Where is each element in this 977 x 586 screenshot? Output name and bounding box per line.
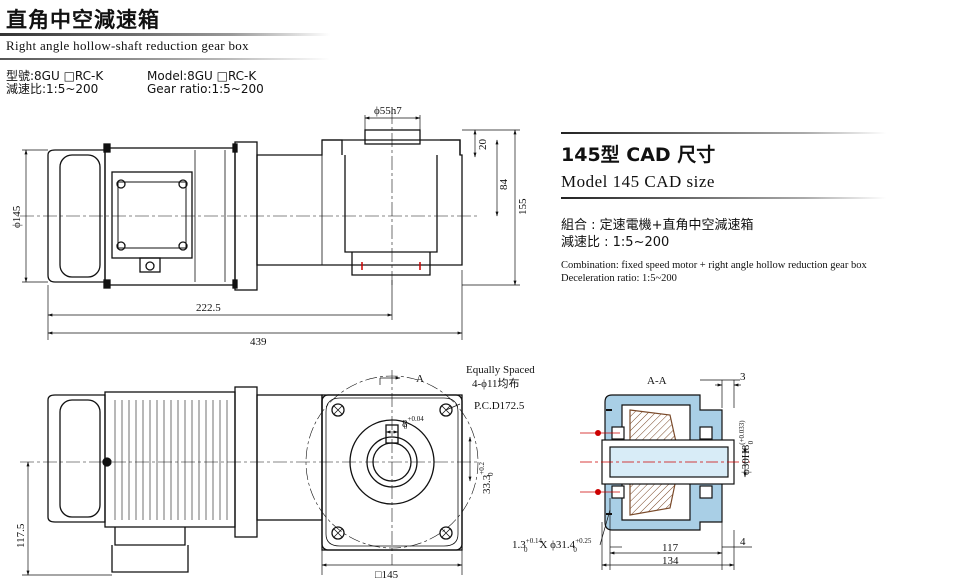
- cooling-fins: [114, 400, 228, 520]
- title-underline: [0, 33, 330, 36]
- dim-33-3-tol: +0.2: [478, 462, 486, 475]
- dim-snap-x-tol: +0.25: [575, 537, 592, 545]
- dim-117-5: 117.5: [15, 523, 27, 548]
- dim-4: 4: [740, 536, 746, 548]
- dim-33-3-group: 33.3+0.20: [478, 462, 495, 494]
- dim-keyway-value: 8: [402, 418, 408, 430]
- dim-134: 134: [662, 555, 679, 567]
- dim-square-145: □145: [375, 569, 399, 581]
- page-title: 直角中空減速箱: [6, 8, 160, 32]
- dim-keyway-tol: +0.04: [408, 415, 425, 423]
- dim-33-3-value: 33.3: [481, 474, 493, 494]
- dim-20: 20: [477, 139, 489, 151]
- subtitle-underline: [0, 58, 330, 60]
- dim-snap-value: 1.3: [512, 539, 526, 551]
- dim-30h8-group: ϕ30H8(+0.033)0: [738, 420, 755, 475]
- front-view: [47, 386, 463, 573]
- dim-30h8: ϕ30H8(+0.033)0: [738, 420, 755, 475]
- dim-33-3: 33.3+0.20: [478, 462, 495, 494]
- front-dims: [22, 376, 472, 576]
- spec-top-rule: [561, 132, 886, 134]
- section-dims: [599, 379, 752, 570]
- model-zh: 型號:8GU □RC-K 減速比:1:5~200: [6, 70, 103, 96]
- spec-ratio-en: Deceleration ratio: 1:5~200: [561, 273, 677, 284]
- dim-bore: ϕ55h7: [374, 105, 402, 117]
- dim-keyway-tol-low: 0: [404, 423, 408, 431]
- dim-snap-x: X ϕ31.4: [539, 539, 575, 551]
- top-dims: [22, 115, 520, 340]
- spec-title: 145型 CAD 尺寸: [561, 144, 716, 166]
- dim-section-a: A: [416, 373, 424, 385]
- dim-snap-x-tol-low: 0: [573, 546, 577, 554]
- dim-222: 222.5: [196, 302, 221, 314]
- dim-section-aa: A-A: [647, 375, 667, 387]
- dim-33-3-tol-low: 0: [487, 472, 495, 476]
- dim-3: 3: [740, 371, 746, 383]
- spec-subtitle: Model 145 CAD size: [561, 172, 715, 191]
- page-subtitle: Right angle hollow-shaft reduction gear …: [6, 38, 249, 53]
- spec-combo-en: Combination: fixed speed motor + right a…: [561, 260, 867, 271]
- model-en: Model:8GU □RC-K Gear ratio:1:5~200: [147, 70, 264, 96]
- spec-ratio-zh: 減速比 : 1:5~200: [561, 235, 670, 250]
- spec-combo-zh: 組合 : 定速電機+直角中空減速箱: [561, 218, 754, 233]
- dim-439: 439: [250, 336, 267, 348]
- model-en-code: Model:8GU □RC-K: [147, 69, 257, 83]
- spec-bottom-rule: [561, 197, 886, 199]
- dim-phi145: ϕ145: [11, 205, 23, 228]
- dim-holes: 4-ϕ11均布: [472, 377, 520, 390]
- dim-30h8-value: ϕ30H8: [740, 444, 752, 475]
- top-view: [47, 129, 463, 291]
- model-zh-code: 型號:8GU □RC-K: [6, 69, 104, 83]
- dim-pcd: P.C.D172.5: [474, 400, 525, 412]
- dim-84: 84: [498, 179, 510, 191]
- section-aa: [601, 394, 735, 531]
- dim-equally-spaced: Equally Spaced: [466, 364, 535, 376]
- dim-155: 155: [517, 198, 529, 215]
- dim-snap-tol: +0.14: [526, 537, 543, 545]
- dim-117: 117: [662, 542, 679, 554]
- model-en-ratio: Gear ratio:1:5~200: [147, 82, 264, 96]
- dim-30h8-tol: (+0.033): [738, 420, 746, 445]
- dim-snap-tol-low: 0: [524, 546, 528, 554]
- dim-30h8-tol-low: 0: [747, 440, 755, 444]
- model-zh-ratio: 減速比:1:5~200: [6, 82, 99, 96]
